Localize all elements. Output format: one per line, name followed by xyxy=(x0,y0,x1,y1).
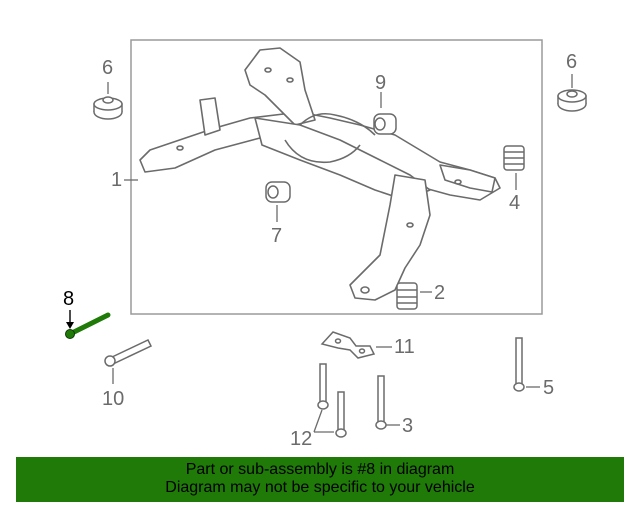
bolt-3 xyxy=(375,375,387,430)
callout-12: 12 xyxy=(290,428,313,450)
crossmember-subframe xyxy=(139,47,501,301)
banner-line-1: Part or sub-assembly is #8 in diagram xyxy=(185,461,455,478)
callout-7: 7 xyxy=(271,225,283,247)
bolt-10 xyxy=(104,339,153,367)
callout-6-left: 6 xyxy=(102,57,114,79)
banner-line-2: Diagram may not be specific to your vehi… xyxy=(165,479,475,496)
bushing-6-left xyxy=(93,96,123,120)
callout-6-right: 6 xyxy=(566,51,578,73)
bolt-12-b xyxy=(335,391,347,438)
leader-line-8 xyxy=(66,310,74,329)
part-info-banner: Part or sub-assembly is #8 in diagram Di… xyxy=(16,457,624,502)
callout-9: 9 xyxy=(375,72,387,94)
bracket-11 xyxy=(320,331,376,359)
mount-2 xyxy=(396,282,418,310)
subframe-box xyxy=(130,39,543,315)
callout-8: 8 xyxy=(63,288,75,310)
leader-lines xyxy=(107,74,573,433)
callout-5: 5 xyxy=(543,377,555,399)
bolt-5 xyxy=(513,337,525,392)
mount-4 xyxy=(503,145,525,171)
callout-2: 2 xyxy=(434,282,446,304)
bushing-6-right xyxy=(557,89,587,112)
callout-10: 10 xyxy=(102,388,125,410)
callout-11: 11 xyxy=(394,336,415,358)
callout-3: 3 xyxy=(402,415,414,437)
bushing-7 xyxy=(265,181,291,203)
bolt-8-highlighted xyxy=(65,312,111,339)
bushing-9 xyxy=(373,113,397,135)
callout-4: 4 xyxy=(509,192,521,214)
bolt-12-a xyxy=(317,363,329,410)
callout-1: 1 xyxy=(111,169,123,191)
